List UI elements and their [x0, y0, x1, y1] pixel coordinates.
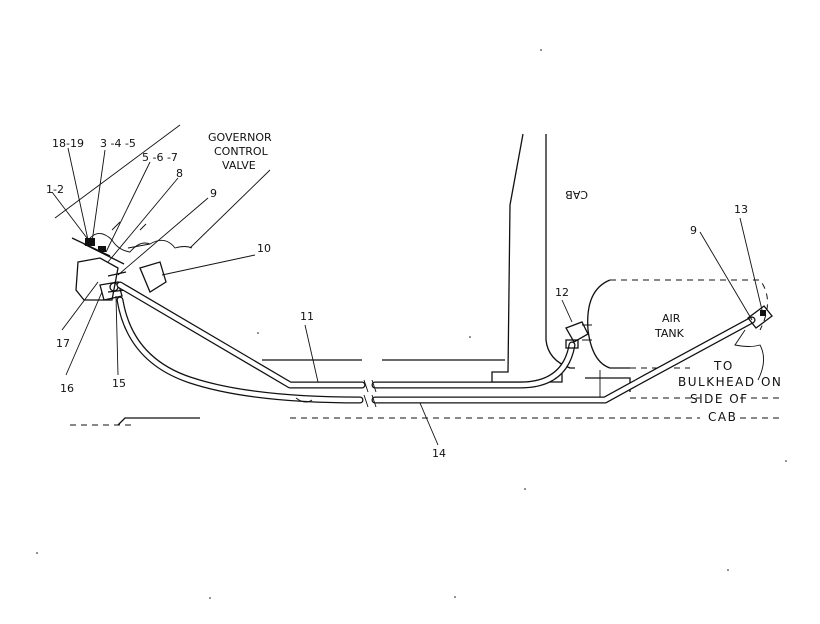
- callout-18-19: 18-19: [52, 137, 84, 150]
- label-cab: CAB: [565, 188, 588, 201]
- cab-outline: [491, 133, 601, 398]
- callout-15: 15: [112, 377, 126, 390]
- label-note-line2: BULKHEAD ON: [678, 375, 782, 389]
- leader-lines: [51, 147, 763, 446]
- callout-11: 11: [300, 310, 314, 323]
- callout-1-2: 1-2: [46, 183, 64, 196]
- callout-5-6-7: 5 -6 -7: [142, 151, 178, 164]
- label-governor-line1: GOVERNOR: [208, 131, 272, 144]
- callout-9-left: 9: [210, 187, 217, 200]
- clip-10: [139, 254, 256, 293]
- callout-16: 16: [60, 382, 74, 395]
- callout-8: 8: [176, 167, 183, 180]
- valve-bracket: [54, 124, 271, 253]
- callout-9-right: 9: [690, 224, 697, 237]
- text-labels: GOVERNOR CONTROL VALVE CAB AIR TANK TO B…: [208, 131, 782, 424]
- label-governor-line2: CONTROL: [214, 145, 269, 158]
- line-break-marks: [295, 379, 377, 408]
- callout-12: 12: [555, 286, 569, 299]
- callout-13: 13: [734, 203, 748, 216]
- callout-17: 17: [56, 337, 70, 350]
- label-governor-line3: VALVE: [222, 159, 256, 172]
- air-line-11: [116, 281, 576, 389]
- callout-3-4-5: 3 -4 -5: [100, 137, 136, 150]
- frame-rails: [70, 359, 780, 426]
- air-line-14: [116, 296, 756, 404]
- scan-specks: [36, 49, 787, 599]
- label-air-tank-line2: TANK: [654, 327, 685, 340]
- label-note-line4: CAB: [708, 410, 737, 424]
- fitting-12: [565, 321, 589, 349]
- callout-14: 14: [432, 447, 446, 460]
- label-air-tank-line1: AIR: [662, 312, 681, 325]
- fitting-13: [734, 305, 773, 381]
- callout-numbers: 18-19 3 -4 -5 5 -6 -7 1-2 8 9 10 11 12 9…: [46, 137, 748, 460]
- callout-10: 10: [257, 242, 271, 255]
- label-note-line3: SIDE OF: [690, 392, 749, 406]
- label-note-line1: TO: [713, 359, 734, 373]
